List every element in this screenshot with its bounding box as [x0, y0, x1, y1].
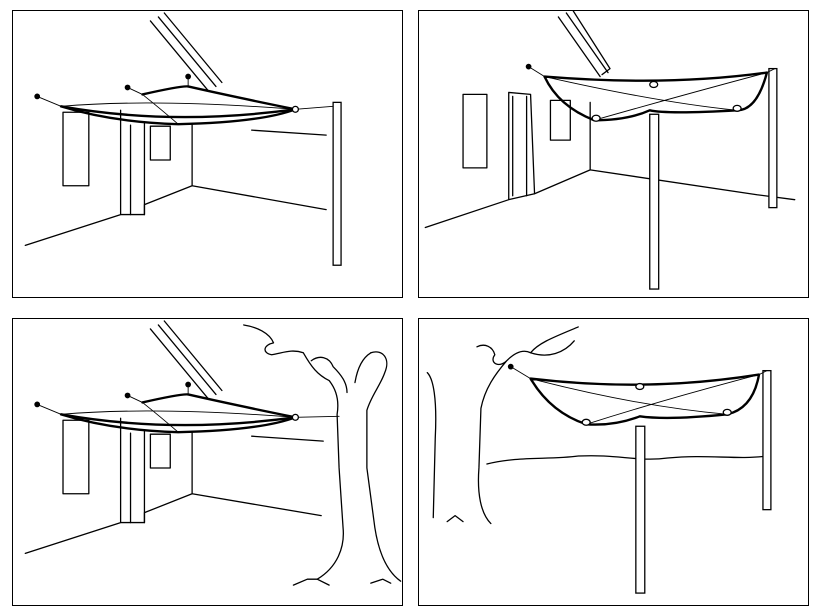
roof-eave: [149, 320, 223, 400]
scene-tree-two-posts: [426, 326, 772, 594]
window-left: [462, 93, 488, 169]
panel-house-wall-post: [12, 10, 403, 298]
shade-sail: [525, 63, 776, 122]
window-left: [62, 111, 90, 187]
sail-ring: [581, 418, 591, 426]
anchor-point: [124, 392, 131, 399]
house-wall: [424, 91, 796, 229]
sail-ring: [722, 408, 732, 416]
corner-ring: [291, 413, 300, 421]
post: [332, 101, 342, 266]
sail-ring: [732, 104, 742, 112]
scene-house-wall-post: [24, 12, 342, 266]
post-front: [649, 113, 660, 290]
shade-sail: [507, 363, 768, 426]
anchor-point: [507, 363, 514, 370]
post-front: [635, 425, 646, 594]
panel-house-two-posts: [418, 10, 809, 298]
anchor-point: [185, 73, 192, 80]
panel-house-wall-tree: [12, 318, 403, 606]
sail-ring: [591, 114, 601, 122]
house-wall: [24, 417, 324, 555]
scene-house-wall-tree: [24, 320, 402, 586]
post-back: [768, 67, 778, 209]
anchor-point: [34, 401, 41, 408]
scene-house-two-posts: [424, 11, 796, 290]
anchor-point: [124, 84, 131, 91]
shade-sail: [34, 73, 334, 126]
window-right: [149, 125, 171, 161]
roof-eave: [149, 12, 223, 92]
ground-line: [486, 455, 768, 465]
window-left: [62, 419, 90, 495]
corner-ring: [291, 105, 300, 113]
tree: [426, 326, 579, 525]
house-wall: [24, 109, 327, 247]
post-back: [762, 369, 772, 511]
anchor-point: [185, 381, 192, 388]
window-right: [149, 433, 171, 469]
sail-ring: [649, 80, 659, 89]
sail-ring: [635, 382, 645, 391]
tree: [243, 324, 402, 586]
shade-sail: [34, 381, 340, 434]
roof-eave: [557, 11, 611, 78]
panel-tree-two-posts: [418, 318, 809, 606]
anchor-point: [34, 93, 41, 100]
anchor-point: [525, 63, 532, 70]
